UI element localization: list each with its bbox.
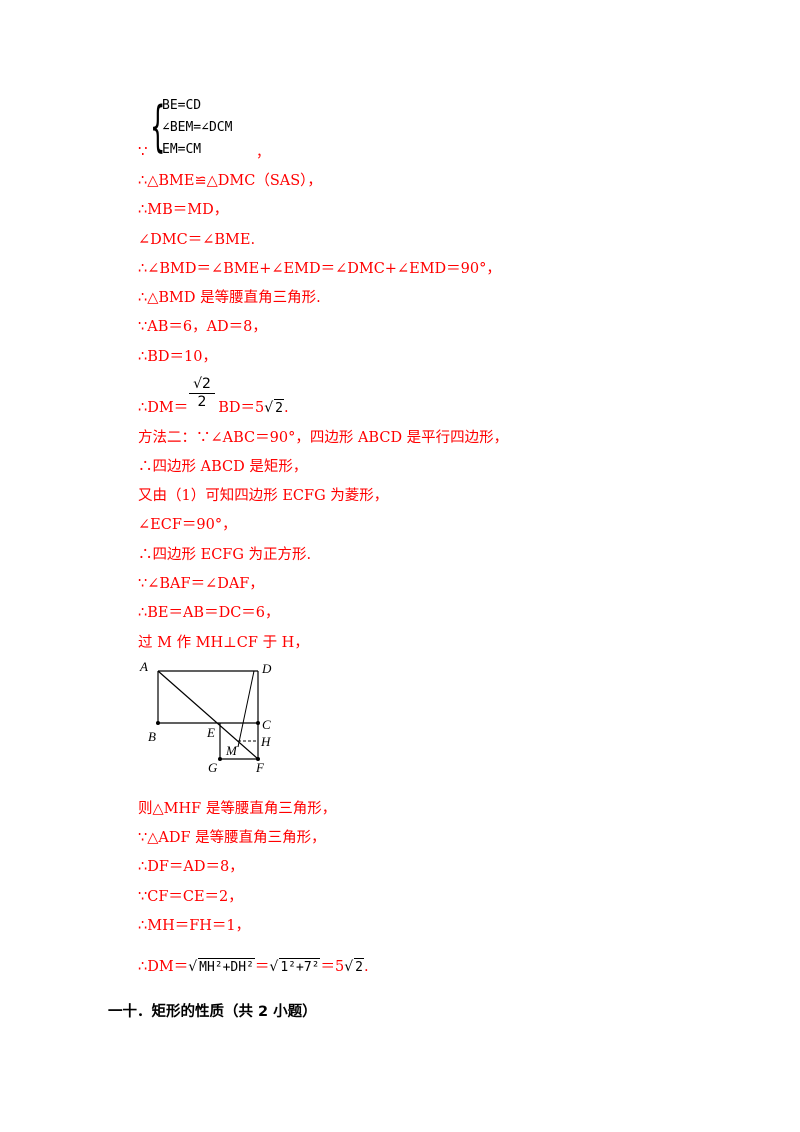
proof-line-20: ∵CF＝CE＝2， — [138, 889, 243, 905]
proof-line-6: ∵AB＝6，AD＝8， — [138, 319, 267, 335]
sqrt-symbol-3: √ — [344, 959, 354, 975]
proof-line-22: ∴DM＝√MH²+DH²＝√1²+7²＝5√2. — [138, 958, 369, 977]
proof-line-17: 则△MHF 是等腰直角三角形， — [138, 801, 337, 817]
proof-line-5: ∴△BMD 是等腰直角三角形. — [138, 290, 321, 306]
proof-line-15: ∴BE＝AB＝DC＝6， — [138, 605, 280, 621]
congruence-conditions: { BE=CD ∠BEM=∠DCM EM=CM ∵ ， — [138, 95, 298, 162]
proof-line-3: ∠DMC＝∠BME. — [138, 232, 256, 248]
proof-line-10: ∴四边形 ABCD 是矩形， — [138, 459, 308, 475]
radicand-mh-dh: MH²+DH² — [198, 958, 255, 975]
point-C — [256, 721, 260, 725]
proof-line-21: ∴MH＝FH＝1， — [138, 918, 251, 934]
proof-line-16: 过 M 作 MH⊥CF 于 H， — [138, 635, 309, 651]
proof-line-19: ∴DF＝AD＝8， — [138, 859, 244, 875]
condition-3: EM=CM — [162, 142, 202, 157]
label-G: G — [208, 760, 218, 775]
condition-comma: ， — [256, 145, 270, 161]
proof-line-14: ∵∠BAF＝∠DAF， — [138, 576, 264, 592]
dm-prefix: ∴DM＝ — [138, 400, 189, 416]
because-symbol: ∵ — [138, 142, 148, 160]
proof-line-12: ∠ECF＝90°， — [138, 517, 237, 533]
sqrt-symbol-2: √ — [269, 959, 279, 975]
equals-five: ＝5 — [320, 959, 345, 975]
method-two-line: 方法二：∵∠ABC＝90°，四边形 ABCD 是平行四边形， — [138, 430, 509, 446]
sqrt-symbol: √ — [264, 400, 274, 416]
label-M: M — [225, 743, 238, 758]
fraction-numerator: √2 — [189, 376, 215, 394]
proof-line-11: 又由（1）可知四边形 ECFG 为菱形， — [138, 488, 389, 504]
proof-line-1: ∴△BME≌△DMC（SAS）， — [138, 173, 322, 189]
label-E: E — [206, 725, 215, 740]
bd-expression: BD＝5 — [218, 400, 265, 416]
radicand-numbers: 1²+7² — [279, 958, 321, 975]
label-D: D — [261, 661, 272, 676]
proof-line-18: ∵△ADF 是等腰直角三角形， — [138, 830, 326, 846]
point-G — [218, 757, 222, 761]
segment-DM — [237, 670, 255, 748]
label-A: A — [139, 659, 148, 674]
proof-line-7: ∴BD＝10， — [138, 349, 217, 365]
fraction-sqrt2-over-2: √2 2 — [189, 376, 215, 410]
left-brace: { — [150, 95, 166, 158]
line-22-end: . — [363, 959, 369, 975]
dm-prefix-2: ∴DM＝ — [138, 959, 189, 975]
label-H: H — [260, 734, 271, 749]
sqrt-radicand: 2 — [274, 399, 284, 416]
equals-sign: ＝ — [254, 959, 270, 975]
proof-line-8: ∴DM＝ BD＝5√2. — [138, 399, 289, 418]
label-C: C — [262, 717, 271, 732]
condition-2: ∠BEM=∠DCM — [162, 120, 233, 135]
point-F — [256, 757, 260, 761]
radicand-two: 2 — [354, 958, 364, 975]
proof-line-13: ∴四边形 ECFG 为正方形. — [138, 547, 312, 563]
point-B — [156, 721, 160, 725]
proof-line-4: ∴∠BMD＝∠BME+∠EMD＝∠DMC+∠EMD＝90°， — [138, 261, 501, 277]
proof-line-2: ∴MB＝MD， — [138, 202, 229, 218]
label-F: F — [255, 760, 265, 775]
section-heading: 一十．矩形的性质（共 2 小题） — [108, 1004, 317, 1020]
label-B: B — [148, 729, 156, 744]
line-8-end: . — [283, 400, 289, 416]
sqrt-symbol-1: √ — [188, 959, 198, 975]
geometry-figure: A D B C E H M G F — [139, 659, 272, 775]
fraction-denominator: 2 — [197, 394, 207, 410]
segment-AF — [157, 670, 259, 760]
condition-1: BE=CD — [162, 98, 202, 113]
